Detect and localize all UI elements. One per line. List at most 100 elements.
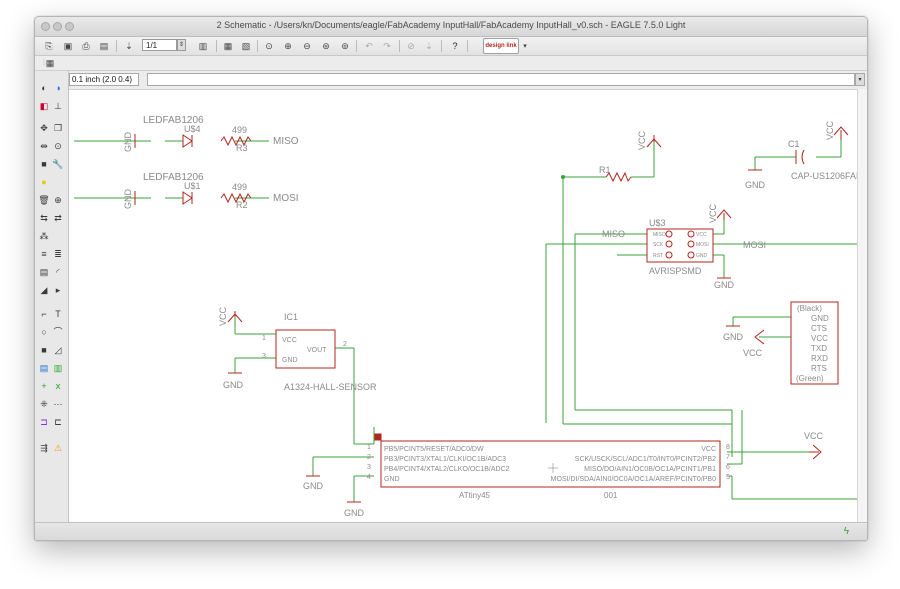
coordinate-display: 0.1 inch (2.0 0.4) — [69, 73, 139, 86]
text-icon[interactable]: T — [55, 308, 61, 319]
info-icon[interactable]: ◐ — [41, 82, 47, 93]
hall-pin-num-gnd: 3 — [262, 353, 266, 360]
bus-icon[interactable]: ▤ — [39, 362, 49, 373]
miter-icon[interactable]: ◜ — [56, 266, 60, 277]
command-history-dropdown[interactable]: ▾ — [855, 73, 865, 86]
hall-vcc-label: VCC — [218, 306, 228, 326]
invoke-icon[interactable]: ▸ — [55, 284, 61, 295]
attiny-pin-label-5: MOSI/DI/SDA/AIN0/OC0A/OC1A/AREF/PCINT0/P… — [551, 476, 716, 483]
help-icon[interactable]: ? — [452, 41, 458, 51]
gnd-led2-label: GND — [123, 189, 133, 210]
mirror-icon[interactable]: ⇹ — [40, 140, 48, 151]
warning-icon[interactable]: ⚠ — [53, 442, 63, 453]
polygon-icon[interactable]: ◿ — [54, 344, 62, 355]
parameter-toolbar: ⁞ ▦ — [35, 56, 867, 71]
avrisp-pin-sck: SCK — [653, 242, 664, 248]
circle-icon[interactable]: ○ — [41, 326, 47, 337]
c1-gnd-label: GND — [745, 180, 766, 190]
hall-name-label: IC1 — [284, 312, 298, 322]
schematic-drawing[interactable]: LEDFAB1206 U$4 499 R3 MISO GND LEDFAB120… — [69, 90, 857, 523]
minimize-window-button[interactable] — [53, 22, 62, 31]
zoom-window-button[interactable] — [65, 22, 74, 31]
mark-icon[interactable]: ⊥ — [54, 100, 62, 111]
title-bar: 2 Schematic - /Users/kn/Documents/eagle/… — [35, 17, 867, 37]
erc-icon[interactable]: ⊐ — [40, 416, 48, 427]
sheet-icon[interactable]: ⇣ — [125, 40, 133, 51]
attiny-pin-label-8: VCC — [701, 446, 716, 453]
move-icon[interactable]: ✥ — [40, 122, 48, 133]
close-window-button[interactable] — [41, 22, 50, 31]
go-icon[interactable]: ⇣ — [425, 40, 433, 51]
designlink-button[interactable]: design link — [483, 38, 519, 54]
gnd-led1-label: GND — [123, 132, 133, 153]
avrisp-pin-mosi: MOSI — [696, 242, 709, 248]
ftdi-pin-rts: RTS — [811, 364, 827, 373]
script-icon[interactable]: ▦ — [223, 40, 233, 51]
change-icon[interactable]: 🔧 — [52, 158, 64, 169]
ftdi-pin-vcc: VCC — [811, 334, 828, 343]
command-bar: 0.1 inch (2.0 0.4) ▾ — [69, 73, 865, 87]
replace-icon[interactable]: ⁂ — [39, 230, 49, 241]
board-icon[interactable]: ▧ — [241, 40, 251, 51]
ftdi-pin-txd: TXD — [811, 344, 827, 353]
smash-icon[interactable]: ▤ — [39, 266, 49, 277]
led1-value-label: LEDFAB1206 — [143, 115, 204, 126]
cam-icon[interactable]: ▤ — [99, 40, 109, 51]
save-icon[interactable]: ▣ — [63, 40, 73, 51]
redo-icon[interactable]: ↷ — [383, 40, 391, 51]
undo-icon[interactable]: ↶ — [365, 40, 373, 51]
zoom-select-icon[interactable]: ⊚ — [341, 40, 349, 51]
hall-pin-gnd: GND — [282, 357, 298, 364]
ulp-icon[interactable]: ▥ — [198, 40, 208, 51]
grid-icon[interactable]: ▦ — [45, 57, 55, 68]
hall-pin-num-vcc: 1 — [262, 335, 266, 342]
zoom-redraw-icon[interactable]: ⊛ — [322, 40, 330, 51]
r3-value-label: 499 — [232, 125, 247, 135]
grip-icon: ⁞ — [43, 59, 45, 67]
add-icon[interactable]: ⊕ — [54, 194, 62, 205]
window-title: 2 Schematic - /Users/kn/Documents/eagle/… — [216, 20, 686, 30]
zoom-out-icon[interactable]: ⊖ — [303, 40, 311, 51]
junction-icon[interactable]: + — [41, 380, 47, 391]
pinswap-icon[interactable]: ⇆ — [40, 212, 48, 223]
split-icon[interactable]: ◢ — [40, 284, 48, 295]
copy-icon[interactable]: ❐ — [53, 122, 63, 133]
lightning-icon[interactable]: ϟ — [843, 526, 849, 537]
attribute-icon[interactable]: ⁜ — [40, 398, 48, 409]
group-icon[interactable]: ■ — [41, 158, 47, 169]
display-icon[interactable]: ◧ — [39, 100, 49, 111]
ratsnest-icon[interactable]: ⇶ — [40, 442, 48, 453]
schematic-canvas[interactable]: LEDFAB1206 U$4 499 R3 MISO GND LEDFAB120… — [69, 89, 865, 523]
attiny-pin-num-1: 1 — [367, 444, 371, 451]
value-icon[interactable]: ≣ — [54, 248, 62, 259]
zoom-fit-icon[interactable]: ⊙ — [265, 40, 273, 51]
sheet-spinner[interactable]: ⇕ — [177, 39, 186, 51]
net-icon[interactable]: ▥ — [53, 362, 63, 373]
open-icon[interactable]: ⎘ — [45, 40, 53, 51]
wire-icon[interactable]: ⌐ — [41, 308, 47, 319]
sheet-selector[interactable]: 1/1 — [142, 39, 177, 51]
attiny-vcc-right-label: VCC — [804, 431, 824, 441]
designlink-dropdown-icon[interactable]: ▾ — [523, 43, 527, 50]
gateswap-icon[interactable]: ⇄ — [54, 212, 62, 223]
command-line-input[interactable] — [147, 73, 855, 86]
c1-name-label: C1 — [788, 139, 800, 149]
label-icon[interactable]: ⅹ — [55, 380, 61, 391]
ftdi-vcc-label: VCC — [743, 348, 763, 358]
zoom-in-icon[interactable]: ⊕ — [284, 40, 292, 51]
hall-pin-vcc: VCC — [282, 337, 297, 344]
paste-icon[interactable]: ● — [41, 176, 47, 187]
errors-icon[interactable]: ⊏ — [54, 416, 62, 427]
arc-icon[interactable]: ⌒ — [53, 326, 63, 337]
rotate-icon[interactable]: ⊙ — [54, 140, 62, 151]
rect-icon[interactable]: ■ — [41, 344, 47, 355]
avrisp-miso-net: MISO — [602, 229, 625, 239]
vertical-scrollbar[interactable] — [857, 89, 867, 522]
print-icon[interactable]: ⎙ — [82, 40, 90, 51]
name-icon[interactable]: ≡ — [41, 248, 47, 259]
net-wires — [74, 140, 857, 502]
dimension-icon[interactable]: ⋯ — [53, 398, 63, 409]
stop-icon[interactable]: ⊘ — [407, 40, 415, 51]
delete-icon[interactable]: 🗑 — [38, 194, 50, 205]
show-icon[interactable]: ◑ — [55, 82, 61, 93]
